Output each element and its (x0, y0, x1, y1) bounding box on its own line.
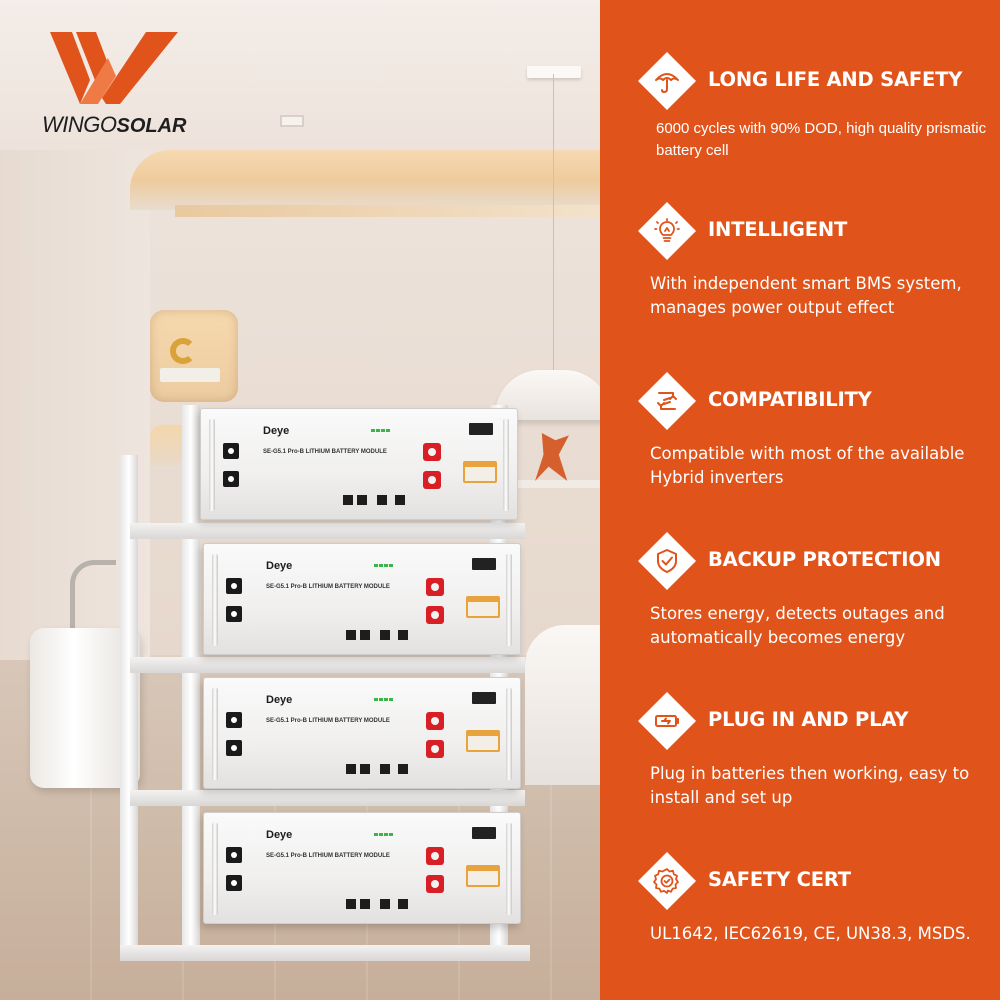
rack-shelf-2 (130, 657, 525, 673)
breaker-switch (466, 596, 500, 618)
module-handle (212, 688, 218, 780)
power-terminal (226, 578, 242, 594)
ceiling-cove (130, 150, 600, 210)
rack-post-left (120, 455, 138, 955)
power-terminal (223, 443, 239, 459)
exchange-icon (638, 372, 696, 430)
feature-description: 6000 cycles with 90% DOD, high quality p… (656, 120, 987, 159)
pendant-mount (527, 66, 581, 78)
power-terminal (226, 847, 242, 863)
feature-title: PLUG IN AND PLAY (708, 708, 909, 731)
module-brand: Deye (266, 694, 293, 706)
negative-terminal (426, 875, 444, 893)
faucet (70, 560, 116, 638)
pendant-cord (553, 74, 554, 374)
feature-description: Compatible with most of the available Hy… (650, 444, 965, 487)
module-model: SE-G5.1 Pro-B LITHIUM BATTERY MODULE (263, 449, 387, 455)
positive-terminal (426, 712, 444, 730)
feature-title: INTELLIGENT (708, 218, 848, 241)
module-display (472, 827, 496, 839)
decor-books (160, 368, 220, 382)
power-terminal (226, 606, 242, 622)
status-leds (374, 827, 394, 843)
positive-terminal (426, 847, 444, 865)
logo-text-sub: SOLAR (116, 115, 187, 137)
module-model: SE-G5.1 Pro-B LITHIUM BATTERY MODULE (266, 853, 390, 859)
status-leds (374, 558, 394, 574)
module-model: SE-G5.1 Pro-B LITHIUM BATTERY MODULE (266, 584, 390, 590)
status-leds (374, 692, 394, 708)
positive-terminal (426, 578, 444, 596)
negative-terminal (423, 471, 441, 489)
breaker-switch (466, 730, 500, 752)
battery-rack (120, 395, 540, 961)
module-display (472, 558, 496, 570)
wingo-logo-mark-icon (50, 32, 178, 104)
module-handle (503, 419, 509, 511)
negative-terminal (426, 740, 444, 758)
lightbulb-icon (638, 202, 696, 260)
status-leds (371, 423, 391, 439)
feature-description: With independent smart BMS system, manag… (650, 274, 962, 317)
module-model: SE-G5.1 Pro-B LITHIUM BATTERY MODULE (266, 718, 390, 724)
logo-text-main: WINGO (42, 112, 117, 137)
module-handle (506, 554, 512, 646)
battery-icon (638, 692, 696, 750)
feature-title: BACKUP PROTECTION (708, 548, 941, 571)
feature-description: Stores energy, detects outages and autom… (650, 604, 945, 647)
power-terminal (223, 471, 239, 487)
module-brand: Deye (263, 425, 290, 437)
certificate-seal-icon (638, 852, 696, 910)
module-display (472, 692, 496, 704)
shield-check-icon (638, 532, 696, 590)
umbrella-icon (638, 52, 696, 110)
breaker-switch (463, 461, 497, 483)
module-handle (212, 823, 218, 915)
side-table (460, 480, 600, 488)
wingo-solar-logo: WINGOSOLAR (40, 30, 190, 140)
breaker-switch (466, 865, 500, 887)
power-terminal (226, 740, 242, 756)
rack-post-right (490, 405, 508, 945)
module-handle (212, 554, 218, 646)
features-panel: LONG LIFE AND SAFETY 6000 cycles with 90… (600, 0, 1000, 1000)
module-handle (506, 823, 512, 915)
ceiling-spotlight (282, 117, 302, 125)
module-brand: Deye (266, 560, 293, 572)
power-terminal (226, 712, 242, 728)
feature-title: LONG LIFE AND SAFETY (708, 68, 963, 91)
logo-wordmark: WINGOSOLAR (42, 112, 187, 138)
ceiling-cove-light (175, 205, 600, 217)
feature-description: UL1642, IEC62619, CE, UN38.3, MSDS. (650, 924, 971, 943)
power-terminal (226, 875, 242, 891)
feature-title: COMPATIBILITY (708, 388, 872, 411)
module-brand: Deye (266, 829, 293, 841)
rack-post-front (182, 405, 200, 950)
rack-shelf-1 (130, 523, 525, 539)
decor-ring (170, 338, 196, 364)
feature-description: Plug in batteries then working, easy to … (650, 764, 970, 807)
rack-base (120, 945, 530, 961)
rack-shelf-3 (130, 790, 525, 806)
chair (525, 625, 600, 785)
feature-title: SAFETY CERT (708, 868, 851, 891)
positive-terminal (423, 443, 441, 461)
module-display (469, 423, 493, 435)
module-handle (506, 688, 512, 780)
module-handle (209, 419, 215, 511)
negative-terminal (426, 606, 444, 624)
